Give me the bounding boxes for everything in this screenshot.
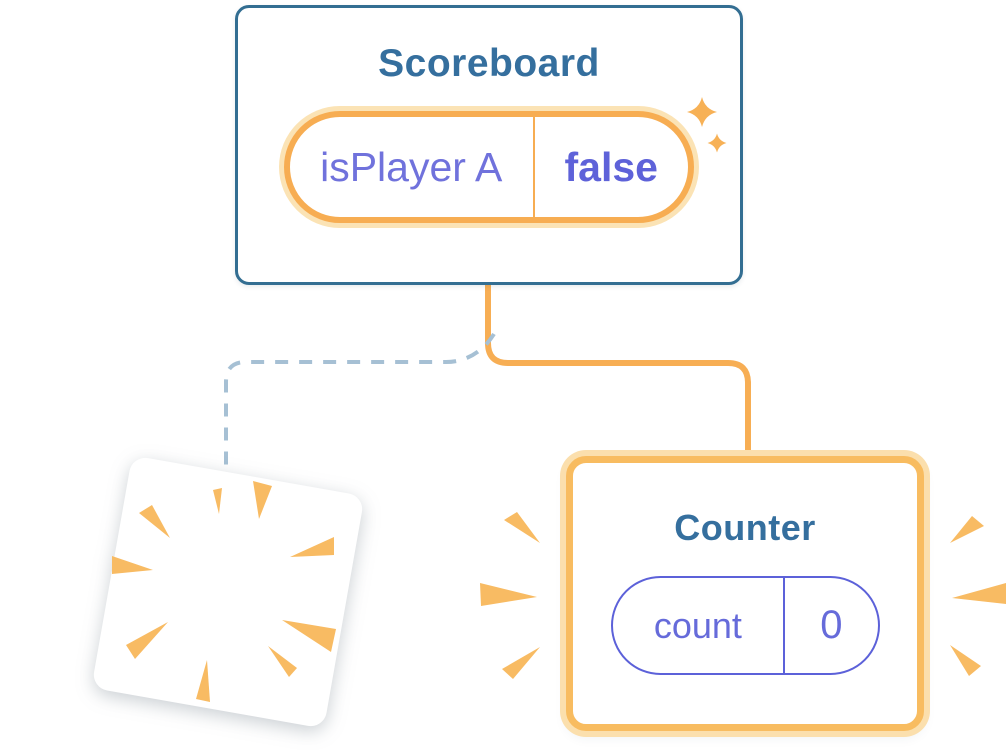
state-name: count: [653, 604, 742, 646]
scoreboard-state-pill: isPlayer A false: [284, 111, 694, 223]
counter-state-pill: count 0: [610, 576, 880, 675]
scoreboard-title: Scoreboard: [378, 42, 600, 85]
state-value: false: [564, 143, 658, 190]
counter-title: Counter: [674, 507, 816, 548]
counter-card: Counter count 0: [566, 456, 924, 731]
scoreboard-card: Scoreboard isPlayer A false: [235, 5, 743, 285]
solid-connector-line: [485, 280, 751, 463]
state-name: isPlayer A: [320, 143, 503, 190]
state-value: 0: [820, 603, 843, 647]
state-divider: [532, 117, 535, 217]
dashed-connector-line: [224, 332, 496, 470]
state-divider: [783, 578, 786, 673]
